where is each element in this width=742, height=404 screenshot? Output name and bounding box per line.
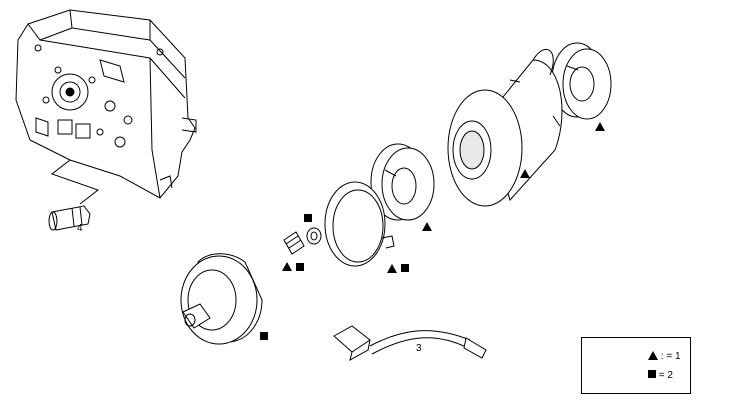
end-ring [551,42,612,120]
triangle-marker [648,351,658,360]
legend-square-text: = 2 [658,370,673,381]
callout-part-4: 4 [77,223,83,234]
callout-part-3: 3 [416,343,422,354]
square-marker [648,370,656,378]
seal-ring [324,181,395,267]
legend-box: : = 1 = 2 [581,337,691,394]
legend-row-square: = 2 [648,370,673,381]
triangle-marker [282,262,292,271]
square-marker [401,264,409,272]
triangle-marker [520,169,530,178]
fitting-part [48,205,91,231]
leader-line-part4 [50,159,100,205]
legend-row-triangle: : = 1 [648,351,681,362]
slotted-ring [370,143,435,221]
square-marker [260,332,268,340]
triangle-marker [422,222,432,231]
square-marker [304,214,312,222]
triangle-marker [387,264,397,273]
connector-cable [333,325,487,361]
triangle-marker [595,122,605,131]
legend-triangle-text: : = 1 [660,351,681,362]
control-unit-housing [15,9,197,199]
square-marker [296,263,304,271]
bell-cap [180,253,263,345]
plug-and-washer [283,227,322,255]
cylinder-filter [447,48,563,207]
